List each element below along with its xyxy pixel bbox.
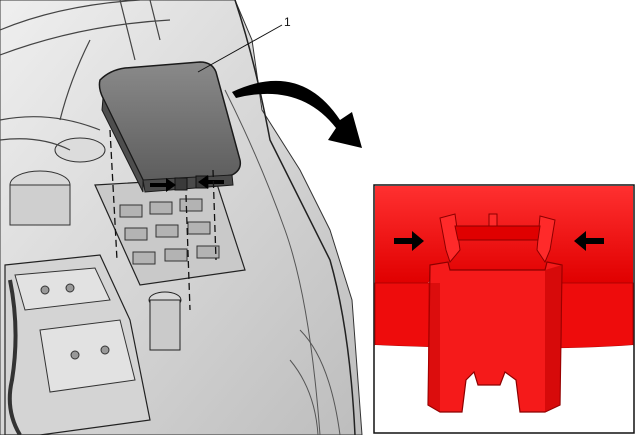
cover-latch-tab-left [174, 177, 188, 191]
arrow-right-icon [394, 231, 424, 251]
engine-bay-illustration [0, 0, 363, 435]
battery-cable [7, 279, 22, 435]
arrow-right-icon [150, 178, 176, 192]
callout-label-1: 1 [284, 15, 291, 29]
inset-clip-shadow-left [428, 283, 440, 412]
callout-leader-line [197, 24, 283, 73]
fender-inner-line [224, 89, 321, 435]
headlight-outline [289, 329, 341, 435]
inset-clip-shadow [545, 265, 562, 412]
inset-latch-tab-right [536, 215, 556, 264]
detail-inset [373, 184, 635, 434]
hood-edge [0, 0, 171, 61]
reservoir-body [9, 184, 71, 226]
curved-arrow-icon [232, 80, 362, 148]
inset-latch-top-bar [454, 225, 541, 241]
battery [4, 254, 151, 435]
alignment-dashed-lines [109, 129, 217, 311]
fender-line [234, 0, 356, 435]
filler-neck [149, 299, 181, 351]
fuse-box-cover [98, 61, 242, 193]
arrow-left-icon [574, 231, 604, 251]
engine-hoses [0, 39, 101, 151]
engine-cover-round [54, 137, 106, 163]
arrow-left-icon [198, 175, 224, 189]
inset-latch-nub [488, 213, 498, 227]
